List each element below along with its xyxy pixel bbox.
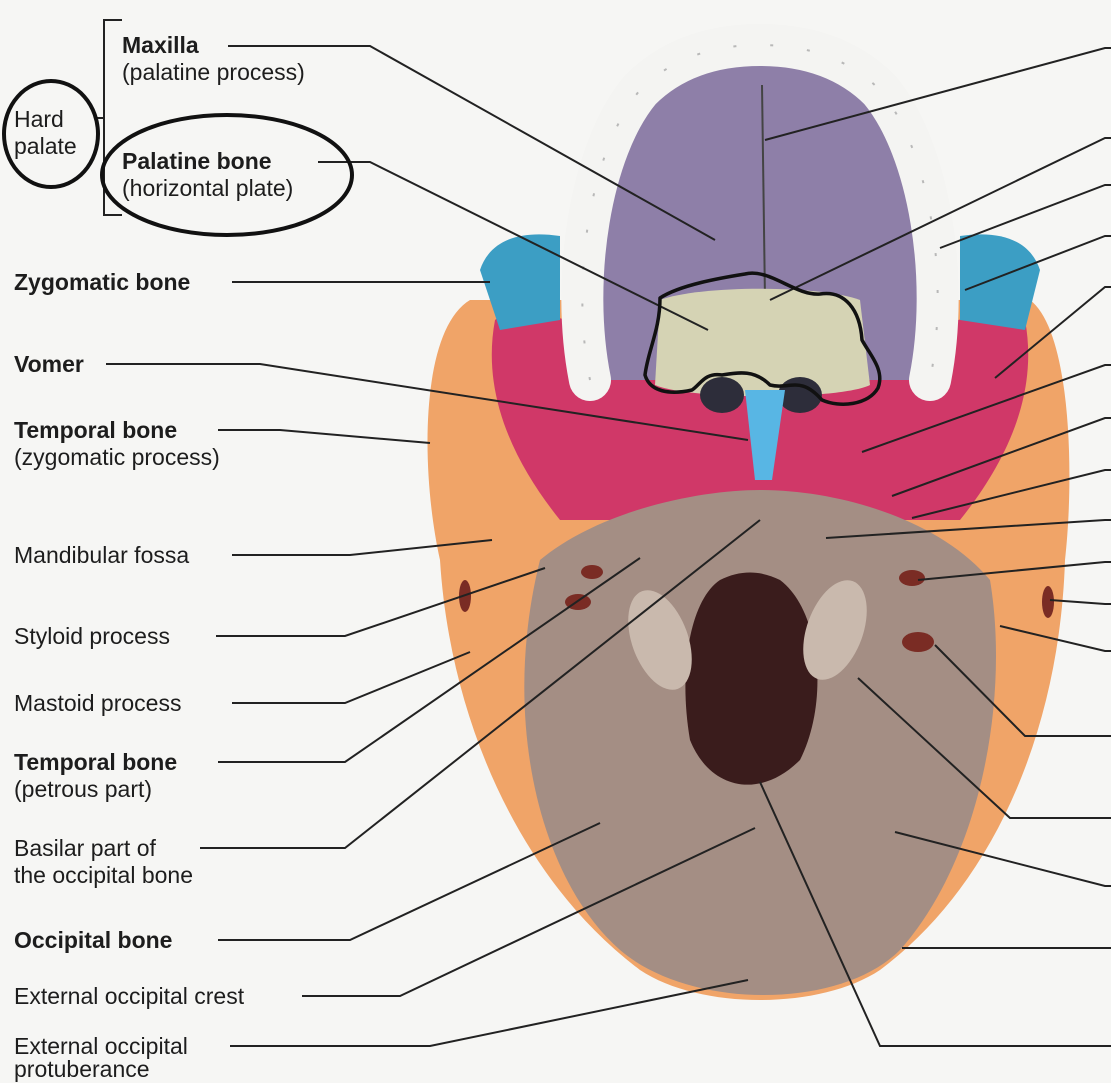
leader-basilar [200,519,761,849]
zygomatic-bone-right [960,234,1040,330]
leader-right-09 [825,519,1111,539]
leader-right-01 [764,47,1111,141]
foramen-right-2 [899,570,925,586]
foramen-magnum [685,572,818,785]
leader-right-03 [939,184,1111,249]
occipital-condyle-left [628,590,692,690]
zygomatic-bone-left [480,234,560,330]
leader-maxilla [228,45,716,241]
basilar-part-line-2: the occipital bone [14,862,194,888]
label-hard-palate: Hard palate [14,106,77,160]
annotation-outline-palatine-region [643,271,882,406]
label-external-occipital-protuberance: External occipital protuberance [14,1033,188,1083]
palatine-bone-detail: (horizontal plate) [122,175,294,201]
annotation-circle-hard-palate [2,79,100,189]
maxilla-name: Maxilla [122,32,199,58]
foramen-right-3 [902,632,934,652]
leader-occipital-crest [302,827,756,997]
leader-occipital-protuberance [230,979,749,1047]
left-leader-lines [106,45,761,1047]
label-basilar-part: Basilar part of the occipital bone [14,835,193,889]
hard-palate-bracket [96,19,122,216]
teeth-arch [561,23,959,401]
leader-right-05 [994,286,1111,379]
leader-temporal-petrous [218,557,641,763]
leader-right-06 [861,364,1111,453]
palatine-bone-region [655,288,870,397]
protuberance-line-1: External occipital [14,1033,188,1059]
temporal-petrous-detail: (petrous part) [14,776,153,802]
label-palatine-bone: Palatine bone (horizontal plate) [122,148,293,202]
leader-right-08 [911,469,1111,519]
temporal-petrous-name: Temporal bone [14,749,178,775]
label-temporal-zygomatic: Temporal bone (zygomatic process) [14,417,220,471]
leader-right-10 [917,561,1111,581]
foramen-left-2 [581,565,603,579]
maxilla-detail: (palatine process) [122,59,305,85]
hard-palate-line-2: palate [14,133,77,159]
leader-right-17 [759,781,1111,1047]
vomer-region [745,390,785,480]
leader-right-15 [894,831,1111,887]
leader-vomer [106,363,749,441]
temporal-zygomatic-detail: (zygomatic process) [14,444,220,470]
leader-temporal-zygomatic [218,429,431,444]
leader-mandibular-fossa [232,539,493,556]
leader-palatine-bone [318,161,709,331]
label-styloid-process: Styloid process [14,623,170,649]
label-maxilla: Maxilla (palatine process) [122,32,305,86]
leader-right-14 [857,677,1111,819]
leader-right-02 [769,137,1111,301]
leader-styloid [216,567,546,637]
basilar-part-line-1: Basilar part of [14,835,156,861]
leader-right-07 [891,417,1111,497]
leader-occipital-bone [218,822,601,941]
temporal-zygomatic-name: Temporal bone [14,417,178,443]
annotation-circle-palatine-bone [100,113,354,237]
leader-right-13 [934,644,1111,737]
label-vomer: Vomer [14,351,84,377]
median-palatine-suture [761,84,766,301]
choana-left [700,377,744,413]
label-mandibular-fossa: Mandibular fossa [14,542,190,568]
leader-mastoid [232,651,471,704]
label-mastoid-process: Mastoid process [14,690,182,716]
label-external-occipital-crest: External occipital crest [14,983,245,1009]
label-occipital-bone: Occipital bone [14,927,173,953]
hard-palate-line-1: Hard [14,106,64,132]
label-zygomatic-bone: Zygomatic bone [14,269,191,295]
leader-right-04 [964,235,1111,291]
foramen-right-1 [1042,586,1054,618]
label-temporal-petrous: Temporal bone (petrous part) [14,749,177,803]
leader-right-11 [1049,599,1111,605]
leader-right-12 [999,625,1111,652]
occipital-condyle-right [803,580,867,680]
right-leader-lines [759,47,1111,1047]
palatine-bone-name: Palatine bone [122,148,272,174]
